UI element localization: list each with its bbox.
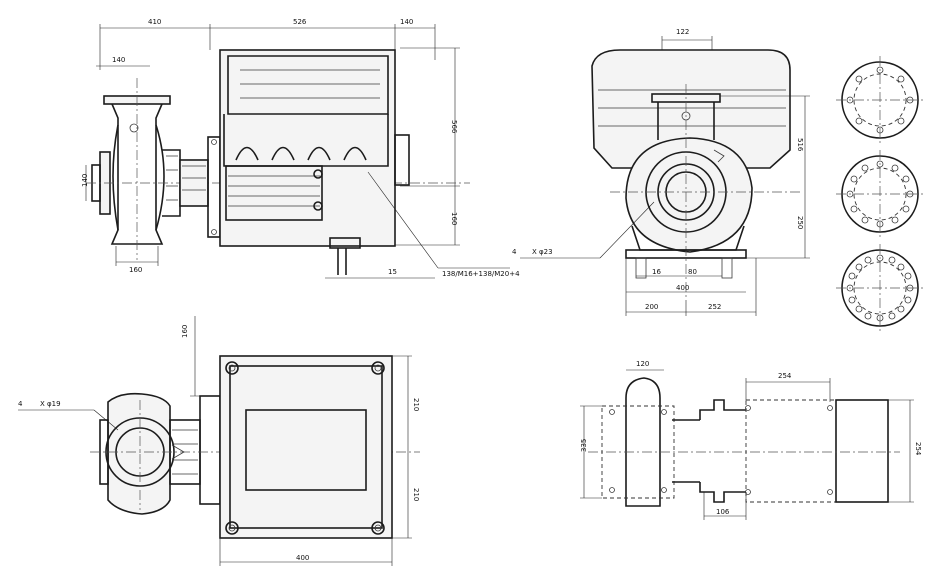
flange-16-hole [836,244,924,332]
dim-base-right: 252 [708,303,721,311]
dim-foot-a: 16 [652,268,661,276]
dim-overall-left: 410 [148,18,161,26]
dim-motor-length: 526 [293,18,307,26]
front-bolt-size: X φ23 [532,248,553,256]
flange-8-hole [836,56,924,144]
dim-top-height: 160 [181,325,189,338]
flange-12-hole [836,150,924,238]
dim-top-right-upper: 210 [412,398,420,411]
dim-base-left-height: 335 [580,439,588,452]
dim-base-total: 400 [676,284,689,292]
dim-height-upper: 566 [450,120,458,134]
front-bolt-count: 4 [512,248,517,256]
dim-front-height-lower: 250 [796,216,804,229]
dim-inlet-height: 140 [81,174,89,187]
base-plan-view: 120 254 335 254 106 [580,360,922,520]
front-view: 122 516 250 4 X φ23 16 80 [512,28,810,316]
dim-foot-offset: 15 [388,268,397,276]
dim-base-right-height: 254 [914,442,922,456]
dim-base-width: 160 [129,266,142,274]
dim-top-width-bottom: 400 [296,554,309,562]
flange-note: 138/M16+138/M20+4 [442,270,520,278]
dim-foot-b: 80 [688,268,697,276]
top-bolt-count: 4 [18,400,23,408]
dim-right-top: 140 [400,18,413,26]
dim-base-left: 200 [645,303,658,311]
dim-height-lower: 160 [450,212,458,225]
top-view: 160 4 X φ19 210 210 400 [18,316,420,566]
dim-front-height-upper: 516 [796,138,804,152]
side-view: 410 526 140 140 566 160 140 160 [81,18,520,279]
dim-flange-offset: 140 [112,56,125,64]
flange-details [836,56,924,332]
dim-pump-width: 120 [636,360,649,368]
dim-top-width: 122 [676,28,689,36]
dim-base-bottom-span: 106 [716,508,730,516]
dim-motor-span: 254 [778,372,792,380]
dim-top-right-lower: 210 [412,488,420,501]
top-bolt-size: X φ19 [40,400,61,408]
